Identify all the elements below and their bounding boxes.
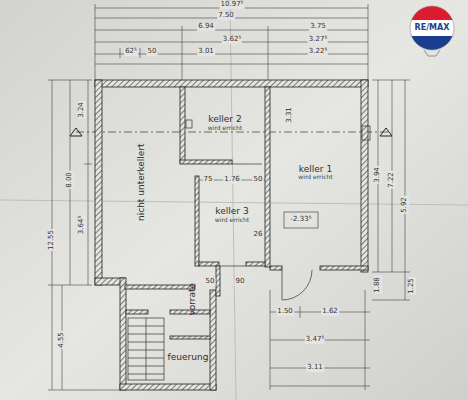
dimension-label: 3.75 bbox=[309, 23, 327, 31]
dimension-label: 62⁵ bbox=[124, 48, 138, 56]
dimension-label: 10.97⁵ bbox=[220, 1, 245, 9]
room-note: wird erricht bbox=[215, 217, 249, 224]
room-name: keller 2 bbox=[208, 114, 241, 124]
room-area: vorrate bbox=[176, 290, 208, 308]
dimension-label: 3.24 bbox=[78, 101, 86, 119]
dimension-label: 4.55 bbox=[58, 331, 66, 349]
dimension-label: 7.22 bbox=[388, 171, 396, 189]
room-note: wird erricht bbox=[298, 174, 332, 181]
room-name: nicht unterkellert bbox=[136, 143, 146, 221]
dimension-label: 3.11 bbox=[306, 364, 324, 372]
dimension-label: -2.33⁵ bbox=[290, 216, 313, 224]
dimension-label: 12.55 bbox=[48, 229, 56, 251]
dimension-label: 50 bbox=[147, 48, 158, 56]
dimension-label: 3.62⁵ bbox=[222, 36, 242, 44]
level-box bbox=[284, 212, 318, 228]
dimension-label: 3.47⁵ bbox=[305, 336, 325, 344]
dimension-label: 90 bbox=[235, 278, 246, 286]
dimension-label: 3.64⁵ bbox=[78, 215, 86, 235]
room-area: keller 2wird erricht bbox=[186, 88, 264, 158]
room-name: vorrate bbox=[187, 283, 197, 316]
room-note: wird erricht bbox=[208, 125, 242, 132]
logo-text: RE/MAX bbox=[413, 24, 452, 33]
walls bbox=[95, 80, 368, 390]
dimension-label: 5.92 bbox=[401, 196, 409, 214]
dimension-label: 1.76 bbox=[223, 176, 241, 184]
dimension-label: 75 bbox=[203, 176, 214, 184]
dimension-label: 50 bbox=[253, 176, 264, 184]
dimension-label: 1.25 bbox=[408, 277, 416, 295]
dimension-label: 3.94 bbox=[374, 166, 382, 184]
room-name: keller 3 bbox=[215, 206, 248, 216]
dimension-label: 1.62 bbox=[321, 308, 339, 316]
dimension-label: 3.27⁵ bbox=[308, 36, 328, 44]
room-area: keller 1wird erricht bbox=[271, 140, 360, 205]
room-name: keller 1 bbox=[299, 164, 332, 174]
dimension-lines bbox=[48, 4, 410, 390]
dimension-label: 3.22⁵ bbox=[308, 48, 328, 56]
dimension-label: 3.31 bbox=[286, 106, 294, 124]
dimension-label: 3.01 bbox=[197, 48, 215, 56]
room-name: feuerung bbox=[168, 352, 209, 362]
dimension-label: 1.50 bbox=[276, 308, 294, 316]
door-swings bbox=[186, 120, 370, 300]
dimension-label: 7.50 bbox=[217, 12, 235, 20]
stair bbox=[128, 318, 164, 380]
dimension-label: 50 bbox=[205, 278, 216, 286]
room-area: feuerung bbox=[166, 342, 210, 372]
logo-balloon bbox=[408, 4, 458, 56]
dimension-label: 26 bbox=[253, 231, 264, 239]
room-area: nicht unterkellert bbox=[103, 88, 179, 276]
dimension-label: 6.94 bbox=[197, 23, 215, 31]
dimension-label: 8.00 bbox=[66, 171, 74, 189]
dimension-label: 1.88 bbox=[374, 276, 382, 294]
